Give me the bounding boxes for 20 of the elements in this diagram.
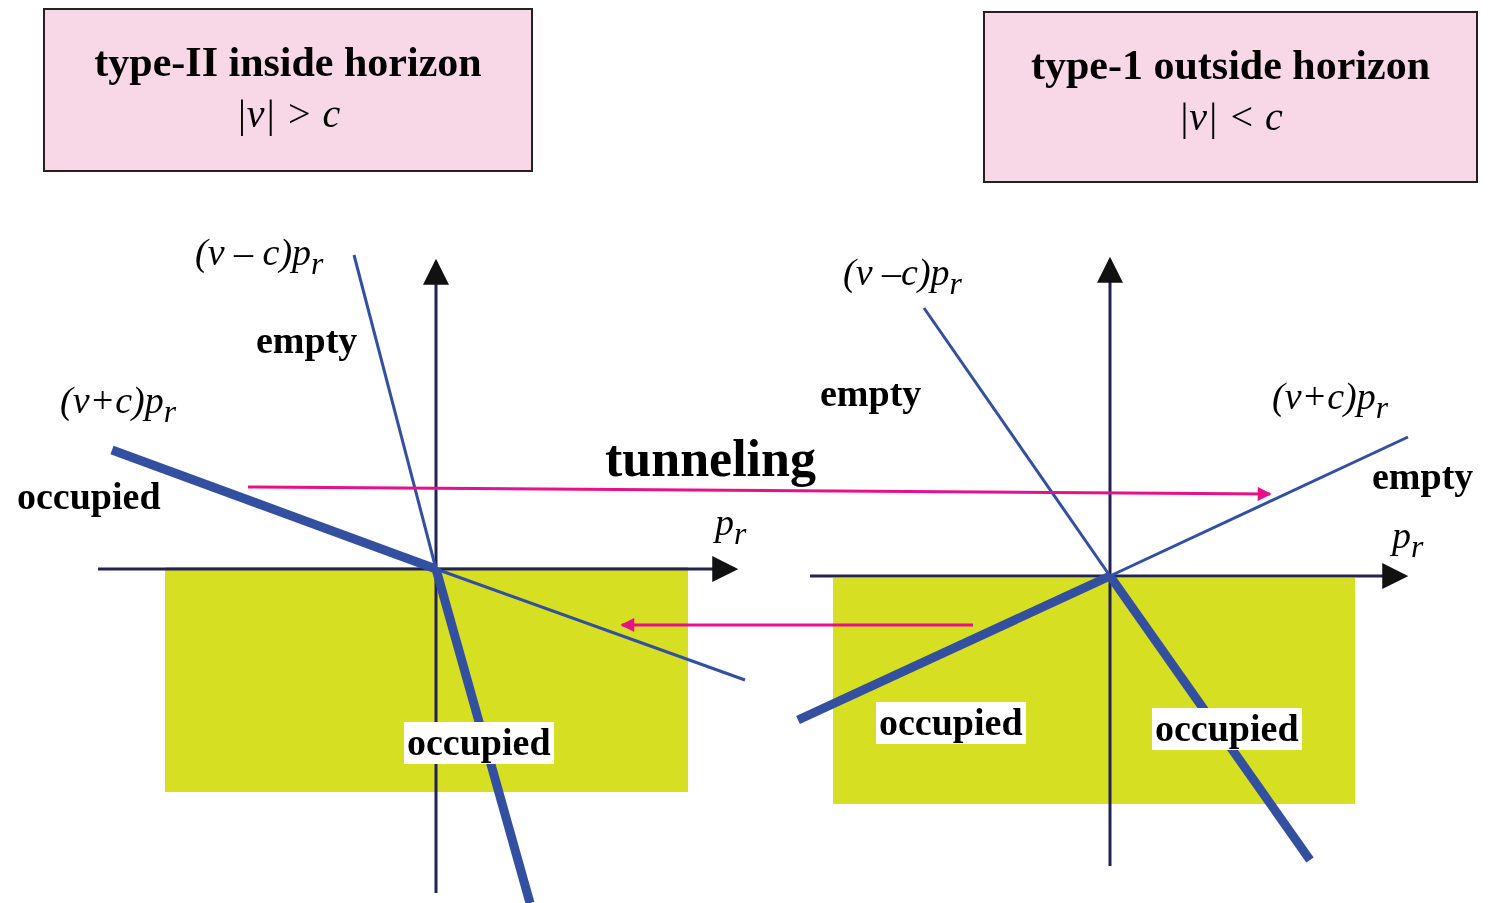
axis-label: p$_{r}$	[1392, 515, 1424, 565]
condition-formula: |v| < c	[1178, 93, 1283, 140]
region-label: occupied	[17, 476, 161, 518]
line-label: (v+c)p$_{r}$	[60, 380, 176, 430]
region-label: occupied	[404, 722, 554, 764]
axis-label: p$_{r}$	[715, 502, 747, 552]
title-box	[983, 11, 1478, 183]
line-label: (v –c)p$_{r}$	[843, 252, 962, 302]
region-label: empty	[1372, 456, 1474, 498]
region-label: occupied	[876, 702, 1026, 744]
line-label: (v+c)p$_{r}$	[1272, 376, 1388, 426]
line-label: (v – c)p$_{r}$	[195, 232, 324, 282]
region-label: occupied	[1152, 708, 1302, 750]
region-label: empty	[820, 373, 922, 415]
title-box	[43, 8, 533, 172]
tunneling-label: tunneling	[605, 430, 816, 488]
heading: type-1 outside horizon	[1031, 41, 1430, 89]
heading: type-II inside horizon	[94, 38, 482, 86]
condition-formula: |v| > c	[235, 90, 341, 137]
region-label: empty	[256, 320, 358, 362]
